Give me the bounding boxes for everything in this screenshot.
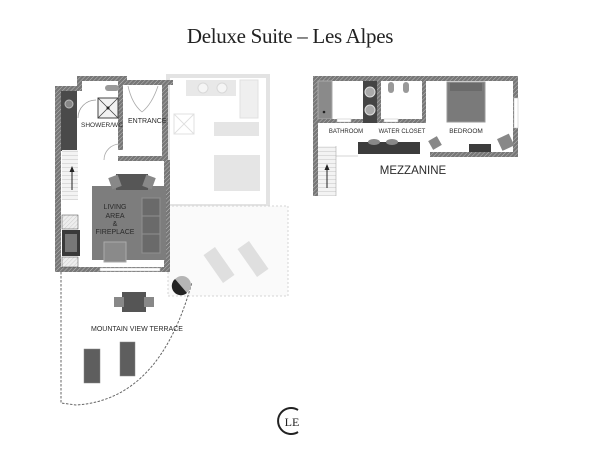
terrace bbox=[60, 272, 193, 406]
svg-text:FIREPLACE: FIREPLACE bbox=[96, 229, 135, 236]
mezzanine-heading: MEZZANINE bbox=[380, 165, 447, 177]
svg-text:AREA: AREA bbox=[105, 213, 124, 220]
svg-text:LIVING: LIVING bbox=[104, 204, 127, 211]
page-title: Deluxe Suite – Les Alpes bbox=[186, 24, 394, 48]
mezzanine bbox=[313, 76, 519, 196]
room-label-bathroom: BATHROOM bbox=[329, 129, 363, 135]
svg-text:&: & bbox=[113, 221, 118, 228]
room-label-terrace: MOUNTAIN VIEW TERRACE bbox=[91, 326, 183, 333]
room-label-entrance: ENTRANCE bbox=[128, 118, 167, 125]
logo-monogram: LE bbox=[285, 415, 300, 429]
room-label-shower-wc: SHOWER/WC bbox=[81, 122, 123, 129]
brand-logo: LE bbox=[277, 407, 300, 435]
main-floor bbox=[55, 76, 173, 272]
adjacent-unit-faded bbox=[166, 74, 289, 297]
room-label-bedroom: BEDROOM bbox=[449, 128, 483, 135]
room-label-living-area: LIVING AREA & FIREPLACE bbox=[96, 204, 135, 236]
room-label-water-closet: WATER CLOSET bbox=[379, 129, 426, 135]
